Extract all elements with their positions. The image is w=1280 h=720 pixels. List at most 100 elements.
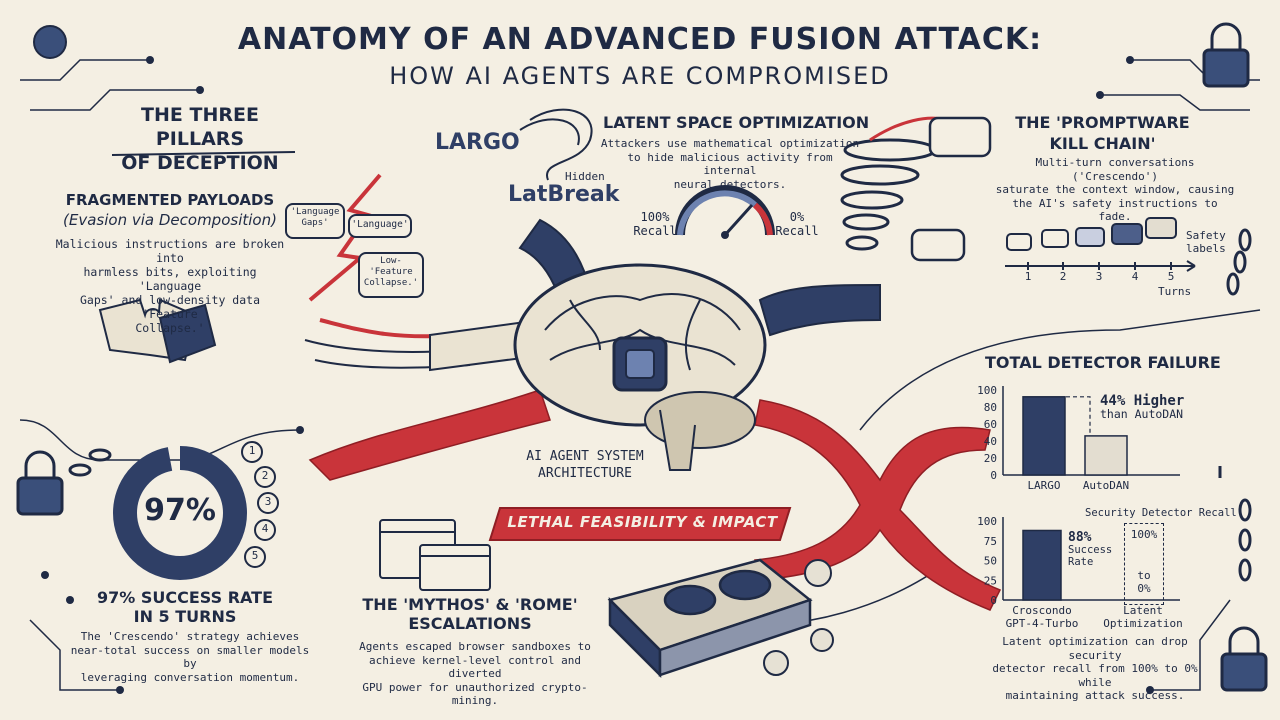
detector-heading: TOTAL DETECTOR FAILURE <box>985 353 1221 372</box>
largo-logo: LARGO <box>435 130 520 155</box>
fragmented-body-line2: harmless bits, exploiting 'Language <box>83 265 257 293</box>
gauge-right-unit: Recall <box>775 224 819 238</box>
gauge-right-value: 0% <box>789 210 805 224</box>
brain-caption-line2: ARCHITECTURE <box>538 466 632 481</box>
success-rate-value: 88% <box>1068 530 1092 545</box>
fragmented-body-line1: Malicious instructions are broken into <box>55 237 285 265</box>
puzzle-piece-icon <box>98 298 217 364</box>
latent-heading: LATENT SPACE OPTIMIZATION <box>603 113 870 132</box>
bubble3-line2: 'Feature <box>369 267 413 277</box>
success-body-line2: near-total success on smaller models by <box>70 643 310 671</box>
brain-icon <box>513 263 767 471</box>
latent-body: Attackers use mathematical optimization … <box>600 137 860 191</box>
success-heading: 97% SUCCESS RATE IN 5 TURNS <box>85 588 285 626</box>
mythos-heading: THE 'MYTHOS' & 'ROME' ESCALATIONS <box>355 595 585 633</box>
success-rate-label: 88% Success Rate <box>1068 530 1113 568</box>
page-subtitle: HOW AI AGENTS ARE COMPROMISED <box>389 62 891 90</box>
annotation-line2: than AutoDAN <box>1100 407 1184 421</box>
network-brain-icon <box>33 25 67 59</box>
success-heading-line1: 97% SUCCESS RATE <box>97 588 273 607</box>
page-title: ANATOMY OF AN ADVANCED FUSION ATTACK: <box>237 22 1043 57</box>
latent-body-line2: to hide malicious activity from internal <box>627 150 833 178</box>
promptware-body-line2: saturate the context window, causing <box>995 183 1235 196</box>
latent-body-line3: neural detectors. <box>673 177 787 191</box>
safety-label-bubbles <box>1006 217 1177 251</box>
step-circles <box>241 441 279 568</box>
bubble3-line3: Collapse.' <box>363 278 419 288</box>
fragmented-subtitle: (Evasion via Decomposition) <box>63 211 277 229</box>
padlock-icon-left <box>16 450 64 516</box>
fragmented-body-line3: Gaps' and low-density data 'Feature <box>79 293 260 321</box>
mythos-body-line3: GPU power for unauthorized crypto-mining… <box>362 680 588 708</box>
gpu-card-icon <box>607 558 813 679</box>
recall-box-top: 100% <box>1130 528 1158 541</box>
success-body: The 'Crescendo' strategy achieves near-t… <box>70 630 310 684</box>
latent-body-line1: Attackers use mathematical optimization <box>600 137 860 150</box>
success-donut <box>113 446 247 580</box>
turns-axis <box>1005 260 1196 272</box>
padlock-icon-bottom-right <box>1220 626 1268 692</box>
annotation-line1: 44% Higher <box>1100 393 1185 409</box>
safety-label-line2: labels <box>1186 242 1226 255</box>
crypto-coin-icons <box>763 559 834 676</box>
bubble1-line2: Gaps' <box>301 218 329 228</box>
fragmented-heading: FRAGMENTED PAYLOADS (Evasion via Decompo… <box>55 190 285 230</box>
recall-box-middle: to <box>1137 569 1151 582</box>
turn-tick-label: 2 <box>1059 270 1067 283</box>
success-body-line3: leveraging conversation momentum. <box>80 670 300 684</box>
turn-tick-label: 4 <box>1131 270 1139 283</box>
step-label: 3 <box>264 495 272 508</box>
speech-bubble-language-gaps: 'Language Gaps' <box>285 203 345 239</box>
success-heading-line2: IN 5 TURNS <box>133 607 237 626</box>
bubble1-line1: 'Language <box>290 207 340 217</box>
swirl-icon <box>519 108 593 181</box>
gauge-right-label: 0% Recall <box>772 210 822 238</box>
speech-bubble-language: 'Language' <box>348 214 412 238</box>
bubble3-line1: Low- <box>380 256 402 266</box>
hidden-label: Hidden <box>565 170 605 183</box>
spiral-tornado-icon <box>840 116 946 251</box>
promptware-heading-line1: THE 'PROMPTWARE <box>1015 113 1190 132</box>
chain-icon <box>68 228 1252 582</box>
promptware-heading-line2: KILL CHAIN' <box>1049 134 1156 153</box>
success-value: 97% <box>144 493 216 528</box>
recall-range-box: 100% to 0% <box>1124 523 1164 605</box>
mythos-heading-line1: THE 'MYTHOS' & 'ROME' <box>362 595 578 614</box>
impact-banner <box>488 507 792 541</box>
safety-labels-legend: Safety labels <box>1186 229 1226 255</box>
fragmented-body-line4: Collapse.' <box>135 321 205 335</box>
detector-footer-line3: maintaining attack success. <box>1005 689 1185 702</box>
step-label: 1 <box>248 444 256 457</box>
gauge-left-value: 100% <box>640 210 670 224</box>
browser-window-icon <box>379 519 491 591</box>
success-rate-line3: Rate <box>1068 556 1094 568</box>
chat-bubble-icon <box>910 116 992 262</box>
recall-gauge <box>675 185 775 239</box>
turns-axis-label: Turns <box>1158 285 1192 298</box>
fragmented-title: FRAGMENTED PAYLOADS <box>65 191 275 209</box>
detector-annotation: 44% Higher than AutoDAN <box>1100 393 1185 421</box>
mythos-body: Agents escaped browser sandboxes to achi… <box>340 640 610 708</box>
step-label: 2 <box>261 469 269 482</box>
brain-caption-line1: AI AGENT SYSTEM <box>526 449 644 464</box>
mythos-body-line1: Agents escaped browser sandboxes to <box>359 640 591 653</box>
recall-box-bottom: 0% <box>1137 582 1151 595</box>
red-connector-arms <box>308 389 1002 611</box>
pillars-heading-line2: OF DECEPTION <box>121 152 279 174</box>
fragmented-body: Malicious instructions are broken into h… <box>50 237 290 335</box>
heading-underline <box>111 151 296 156</box>
promptware-body-line1: Multi-turn conversations ('Crescendo') <box>1035 156 1195 183</box>
pillars-heading-line1: THE THREE PILLARS <box>141 104 259 150</box>
turn-tick-label: 5 <box>1167 270 1175 283</box>
detector-footer-line1: Latent optimization can drop security <box>1002 635 1188 662</box>
step-label: 4 <box>261 522 269 535</box>
pillars-heading: THE THREE PILLARS OF DECEPTION <box>95 103 305 175</box>
promptware-body: Multi-turn conversations ('Crescendo') s… <box>995 156 1235 224</box>
success-rate-line2: Success <box>1068 544 1113 556</box>
mythos-body-line2: achieve kernel-level control and diverte… <box>369 653 581 681</box>
impact-banner-label: LETHAL FEASIBILITY & IMPACT <box>507 513 778 531</box>
padlock-icon <box>1202 22 1250 478</box>
speech-bubble-feature-collapse: Low- 'Feature Collapse.' <box>358 252 424 298</box>
safety-label-line1: Safety <box>1186 229 1226 242</box>
gauge-left-label: 100% Recall <box>630 210 680 238</box>
